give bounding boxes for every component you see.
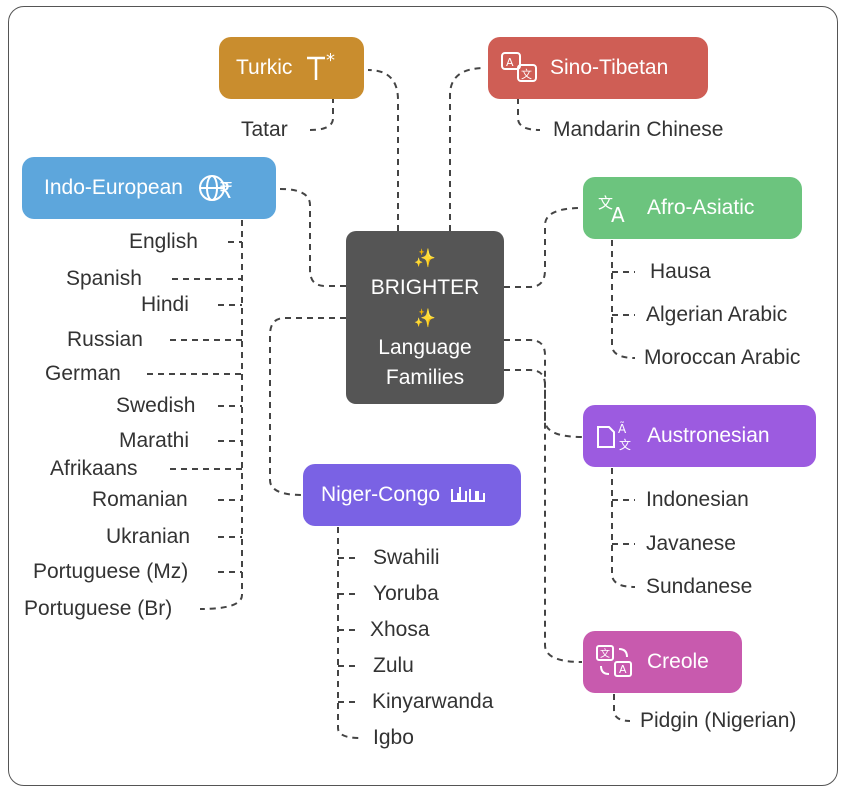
language-algerian-arabic: Algerian Arabic [646,303,788,326]
svg-text:文: 文 [600,647,610,660]
center-subtitle-1: Language [378,335,472,359]
family-label-indo-european: Indo-European [44,176,183,199]
link-turkic [367,69,399,231]
link-niger-congo [269,317,346,496]
link-sino-tibetan [449,67,486,231]
trunk-niger-congo [337,527,361,739]
language-romanian: Romanian [92,488,188,511]
language-kinyarwanda: Kinyarwanda [372,690,494,713]
language-english: English [129,230,198,253]
language-hindi: Hindi [141,293,189,316]
family-label-afro-asiatic: Afro-Asiatic [647,196,755,219]
language-sundanese: Sundanese [646,575,753,598]
family-node-turkic: Turkic * [219,37,364,99]
svg-text:*: * [326,52,335,71]
family-label-niger-congo: Niger-Congo [321,483,441,506]
language-russian: Russian [67,328,143,351]
family-node-indo-european: Indo-European ₹ [22,157,276,219]
svg-text:A: A [619,663,627,676]
svg-text:文: 文 [521,67,532,81]
language-yoruba: Yoruba [373,582,439,605]
globe-rupee-icon: ₹ [197,171,237,205]
language-ukranian: Ukranian [106,525,191,548]
language-marathi: Marathi [119,429,190,452]
family-label-austronesian: Austronesian [647,424,770,447]
language-hausa: Hausa [650,260,711,283]
svg-text:文: 文 [598,194,613,212]
link-creole [504,369,583,663]
link-afro-asiatic [504,207,583,288]
link-indo-european [279,188,346,287]
center-node: ✨ BRIGHTER ✨ Language Families [346,231,504,404]
sign-language-icon [450,483,488,507]
language-tatar: Tatar [241,118,288,141]
language-portuguese-mz: Portuguese (Mz) [33,560,189,583]
language-moroccan-arabic: Moroccan Arabic [644,346,801,369]
language-portuguese-br: Portuguese (Br) [24,597,173,620]
trunk-afro-asiatic [611,240,636,359]
family-label-sino-tibetan: Sino-Tibetan [550,56,669,79]
svg-text:₹: ₹ [219,179,233,204]
language-afrikaans: Afrikaans [50,457,138,480]
language-zulu: Zulu [373,654,414,677]
language-pidgin-nigerian: Pidgin (Nigerian) [640,709,797,732]
language-german: German [45,362,121,385]
link-mandarin [517,98,541,131]
language-xhosa: Xhosa [370,618,430,641]
svg-text:文: 文 [619,437,631,452]
diagram-frame [8,6,838,786]
link-pidgin [613,694,631,722]
language-swahili: Swahili [373,546,440,569]
family-node-niger-congo: Niger-Congo [303,464,521,526]
link-austronesian [504,339,583,438]
family-label-turkic: Turkic [236,56,293,79]
language-mandarin-chinese: Mandarin Chinese [553,118,724,141]
center-title: BRIGHTER [370,275,480,299]
trunk-austronesian [611,468,636,588]
text-cursor-icon: * [304,52,338,84]
link-tatar [309,97,334,131]
sparkles-icon-2: ✨ [413,307,437,328]
language-igbo: Igbo [373,726,414,749]
svg-text:A: A [506,56,514,69]
svg-text:A: A [611,203,625,224]
sparkles-icon: ✨ [413,247,437,268]
language-swedish: Swedish [116,394,196,417]
svg-text:Ã: Ã [618,421,627,436]
center-subtitle-2: Families [385,365,465,389]
language-spanish: Spanish [66,267,142,290]
trunk-indo-european [199,220,243,610]
family-label-creole: Creole [647,650,709,673]
language-javanese: Javanese [646,532,736,555]
language-indonesian: Indonesian [646,488,749,511]
